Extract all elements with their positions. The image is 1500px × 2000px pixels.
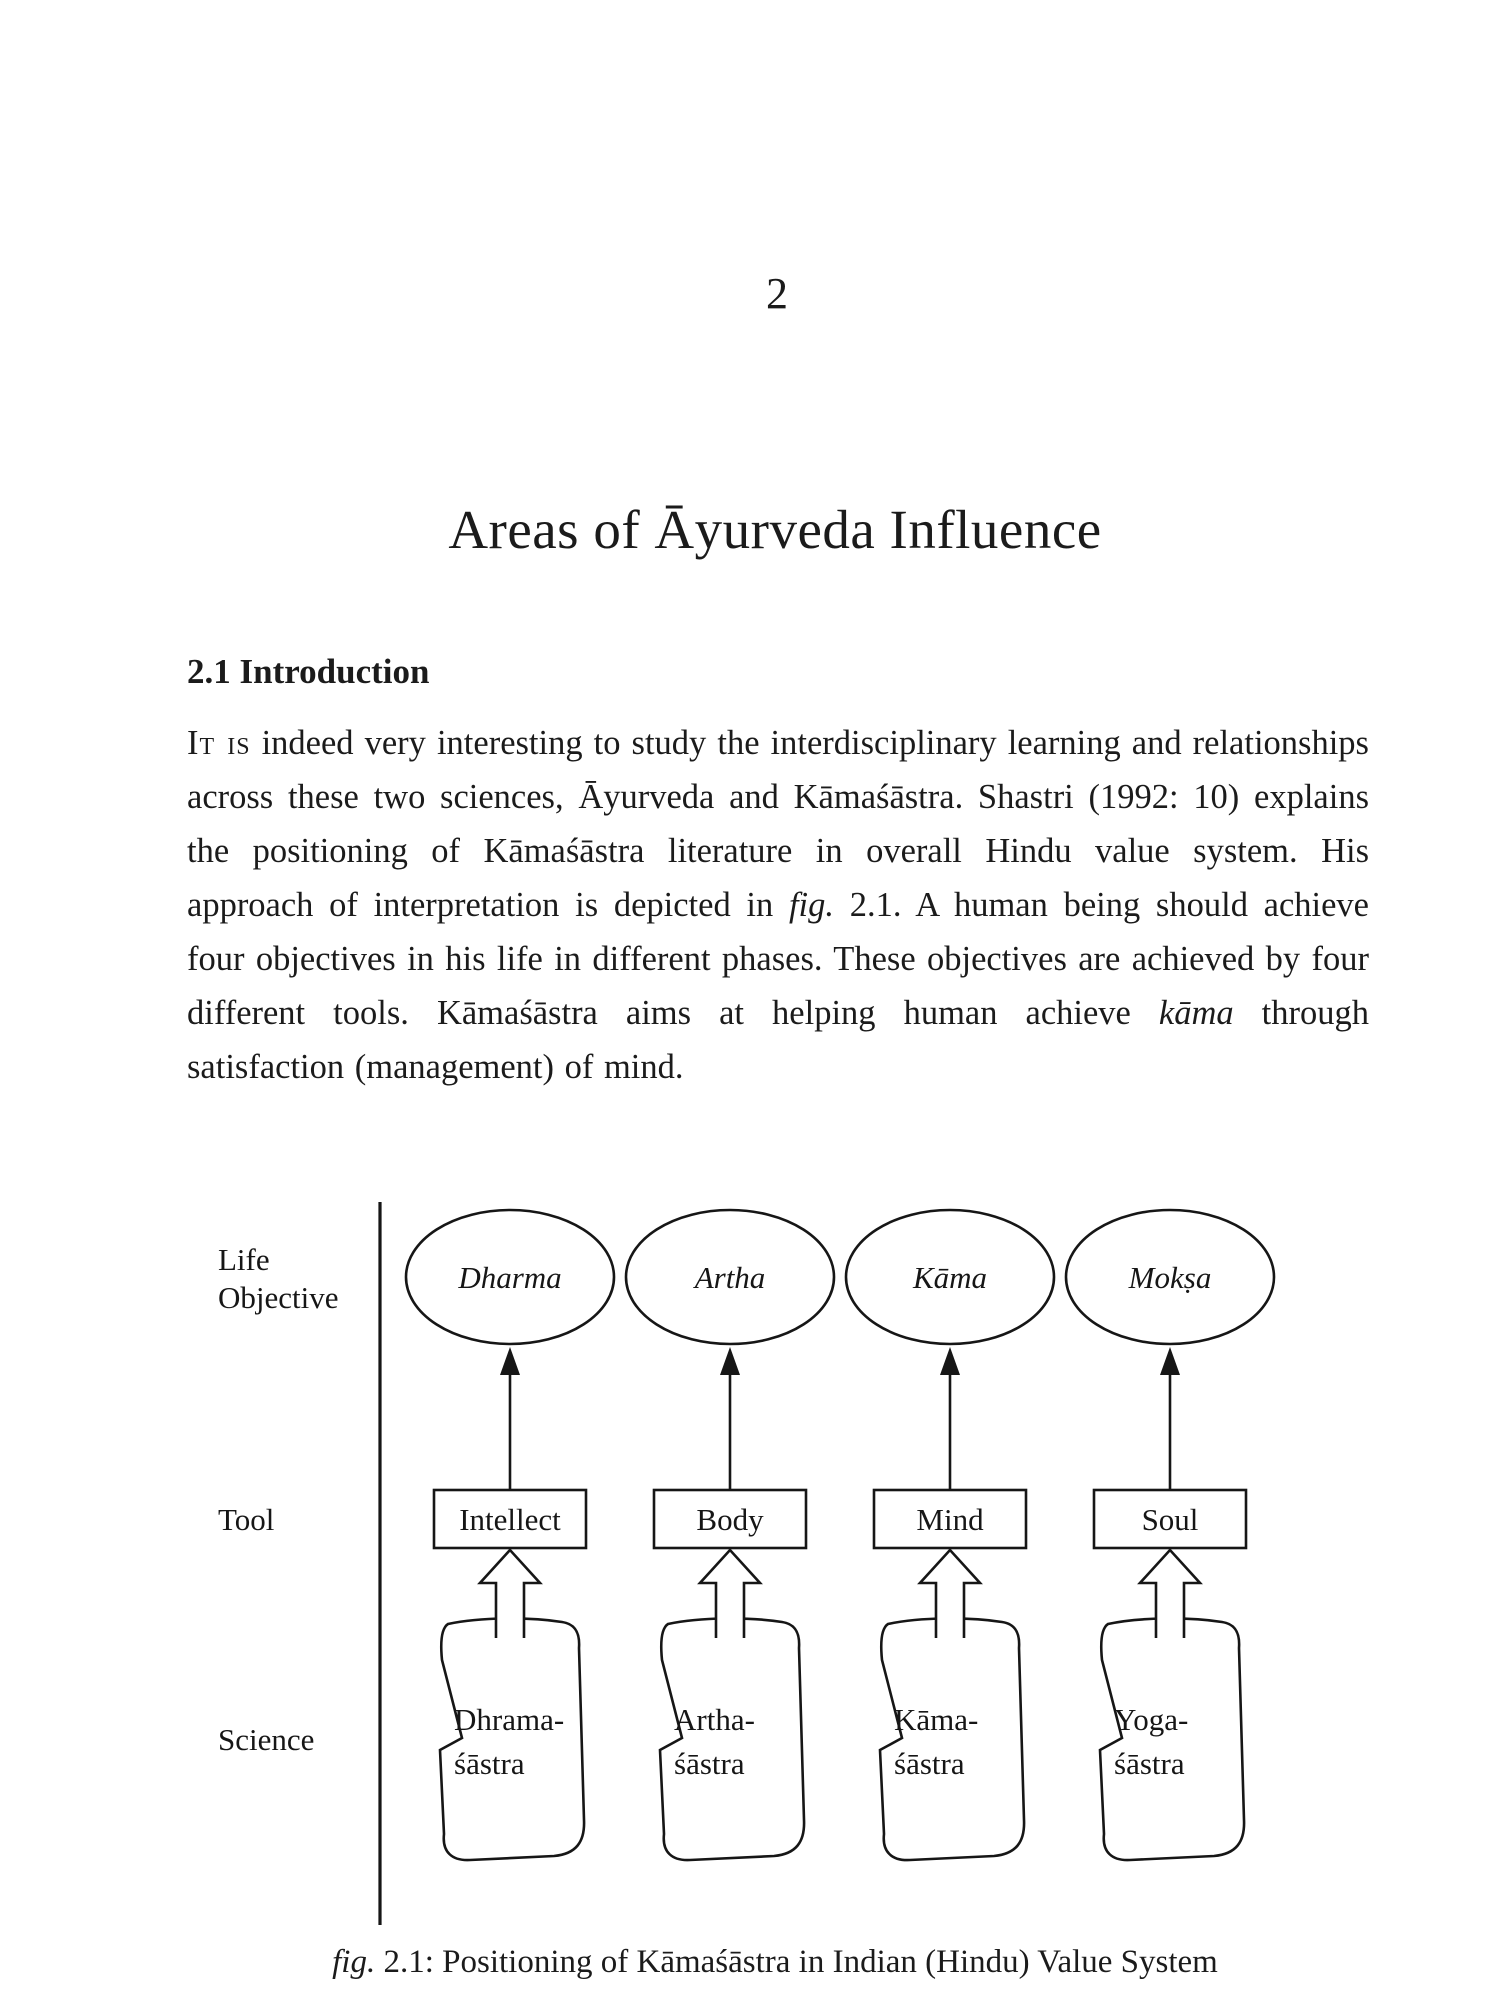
paragraph-segment: through satisfaction (management) of min… xyxy=(187,994,1370,1086)
tool-label: Body xyxy=(696,1502,764,1537)
row-label-life-objective-line1: Life xyxy=(218,1242,270,1277)
science-to-tool-block-arrow xyxy=(477,1548,543,1638)
life-objective-ellipse xyxy=(404,1208,616,1346)
science-label-line1: Artha- xyxy=(674,1702,755,1737)
arrowhead-up-icon xyxy=(500,1347,520,1375)
science-label-line1: Kāma- xyxy=(894,1702,978,1737)
paragraph-segment-italic: fig. xyxy=(788,886,834,924)
life-objective-label: Kāma xyxy=(912,1260,987,1295)
arrowhead-up-icon xyxy=(1160,1347,1180,1375)
science-label-line2: śāstra xyxy=(674,1746,745,1781)
science-label-line2: śāstra xyxy=(894,1746,965,1781)
science-label-line1: Yoga- xyxy=(1114,1702,1188,1737)
caption-fig-prefix: fig. xyxy=(332,1944,376,1980)
science-shape xyxy=(1098,1617,1246,1862)
paragraph-segment: 2.1. A human being should achieve four o… xyxy=(187,886,1369,1032)
science-label-line1: Dhrama- xyxy=(454,1702,564,1737)
tool-label: Mind xyxy=(916,1502,984,1537)
life-objective-label: Mokṣa xyxy=(1128,1260,1212,1295)
figure-caption: fig. 2.1: Positioning of Kāmaśāstra in I… xyxy=(90,1944,1460,1981)
chapter-title: Areas of Āyurveda Influence xyxy=(448,499,1102,560)
science-shape xyxy=(658,1617,806,1862)
tool-box xyxy=(432,1488,588,1550)
caption-text: 2.1: Positioning of Kāmaśāstra in Indian… xyxy=(375,1944,1218,1980)
chapter-number: 2 xyxy=(766,269,788,318)
diagram-canvas: Life Objective Tool Science Dharma Intel… xyxy=(218,1202,1276,1925)
paragraph-segment-smallcaps: It is xyxy=(187,724,251,762)
row-label-science: Science xyxy=(218,1722,314,1757)
life-objective-ellipse xyxy=(844,1208,1056,1346)
row-label-tool: Tool xyxy=(218,1502,274,1537)
science-to-tool-block-arrow xyxy=(1137,1548,1203,1638)
tool-box xyxy=(652,1488,808,1550)
life-objective-label: Dharma xyxy=(457,1260,561,1295)
life-objective-ellipse xyxy=(1064,1208,1276,1346)
life-objective-label: Artha xyxy=(693,1260,766,1295)
tool-box xyxy=(872,1488,1028,1550)
science-label-line2: śāstra xyxy=(1114,1746,1185,1781)
row-label-life-objective-line2: Objective xyxy=(218,1280,339,1315)
science-label-line2: śāstra xyxy=(454,1746,525,1781)
tool-label: Soul xyxy=(1142,1502,1199,1537)
arrowhead-up-icon xyxy=(940,1347,960,1375)
life-objective-ellipse xyxy=(624,1208,836,1346)
science-shape xyxy=(438,1617,586,1862)
figure-2-1-diagram: Life Objective Tool Science Dharma Intel… xyxy=(180,1190,1420,1950)
section-heading: 2.1 Introduction xyxy=(187,652,430,691)
science-to-tool-block-arrow xyxy=(917,1548,983,1638)
intro-paragraph: It is indeed very interesting to study t… xyxy=(187,716,1369,1094)
science-shape xyxy=(878,1617,1026,1862)
tool-box xyxy=(1092,1488,1248,1550)
paragraph-segment: indeed very interesting to study the int… xyxy=(187,724,1369,924)
arrowhead-up-icon xyxy=(720,1347,740,1375)
paragraph-segment-italic: kāma xyxy=(1158,994,1234,1032)
science-to-tool-block-arrow xyxy=(697,1548,763,1638)
tool-label: Intellect xyxy=(459,1502,561,1537)
